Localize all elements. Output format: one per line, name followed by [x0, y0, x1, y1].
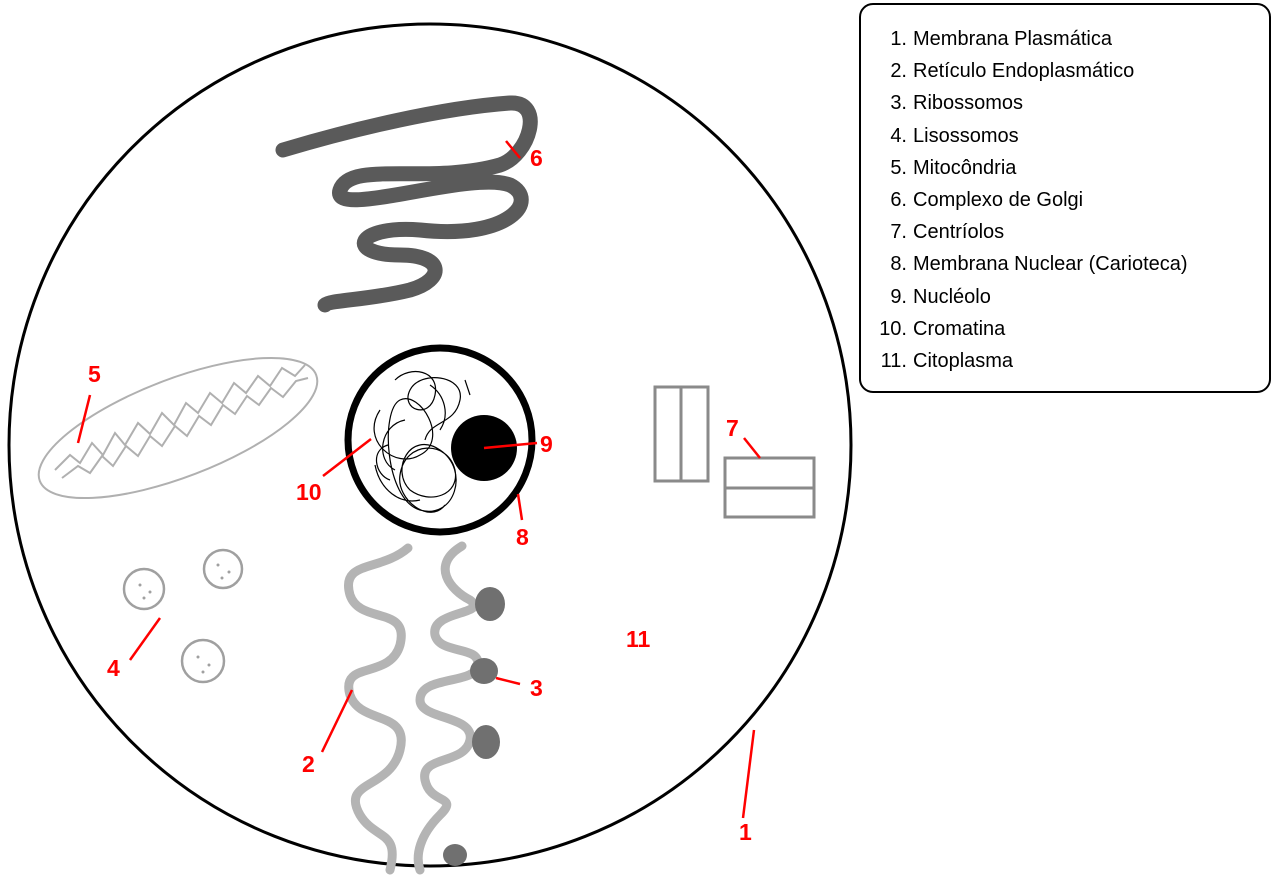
legend-label: Membrana Plasmática [913, 23, 1112, 55]
legend-number: 1. [871, 23, 913, 55]
legend-label: Complexo de Golgi [913, 184, 1083, 216]
golgi-complex [283, 103, 530, 305]
legend-label: Citoplasma [913, 345, 1013, 377]
legend-label: Retículo Endoplasmático [913, 55, 1134, 87]
legend-label: Membrana Nuclear (Carioteca) [913, 248, 1188, 280]
label-3: 3 [530, 675, 543, 701]
legend-item: 3.Ribossomos [871, 87, 1188, 119]
label-2: 2 [302, 751, 315, 777]
nucleus [348, 348, 532, 532]
mitochondria [22, 329, 333, 527]
endoplasmic-reticulum [348, 546, 478, 870]
legend-item: 6.Complexo de Golgi [871, 184, 1188, 216]
ribosomes [443, 587, 505, 866]
legend-item: 7.Centríolos [871, 216, 1188, 248]
legend-label: Centríolos [913, 216, 1004, 248]
label-5: 5 [88, 361, 101, 387]
legend-number: 8. [871, 248, 913, 280]
legend-item: 1.Membrana Plasmática [871, 23, 1188, 55]
legend-number: 6. [871, 184, 913, 216]
legend-label: Cromatina [913, 313, 1005, 345]
legend-number: 10. [871, 313, 913, 345]
legend-number: 4. [871, 120, 913, 152]
label-9: 9 [540, 431, 553, 457]
legend-item: 8.Membrana Nuclear (Carioteca) [871, 248, 1188, 280]
legend-number: 3. [871, 87, 913, 119]
label-8: 8 [516, 524, 529, 550]
legend-number: 11. [871, 345, 913, 377]
label-6: 6 [530, 145, 543, 171]
legend-number: 7. [871, 216, 913, 248]
legend-list: 1.Membrana Plasmática 2.Retículo Endopla… [871, 23, 1188, 377]
label-1: 1 [739, 819, 752, 845]
legend-box: 1.Membrana Plasmática 2.Retículo Endopla… [859, 3, 1271, 393]
legend-number: 9. [871, 281, 913, 313]
legend-label: Lisossomos [913, 120, 1019, 152]
legend-item: 11.Citoplasma [871, 345, 1188, 377]
legend-item: 4.Lisossomos [871, 120, 1188, 152]
legend-label: Ribossomos [913, 87, 1023, 119]
legend-item: 5.Mitocôndria [871, 152, 1188, 184]
label-7: 7 [726, 415, 739, 441]
label-11: 11 [626, 626, 651, 652]
legend-number: 5. [871, 152, 913, 184]
label-10: 10 [296, 479, 322, 505]
legend-label: Nucléolo [913, 281, 991, 313]
label-4: 4 [107, 655, 120, 681]
legend-number: 2. [871, 55, 913, 87]
lysosomes [124, 550, 242, 682]
legend-label: Mitocôndria [913, 152, 1016, 184]
legend-item: 10.Cromatina [871, 313, 1188, 345]
centrioles [655, 387, 814, 517]
legend-item: 9.Nucléolo [871, 281, 1188, 313]
legend-item: 2.Retículo Endoplasmático [871, 55, 1188, 87]
